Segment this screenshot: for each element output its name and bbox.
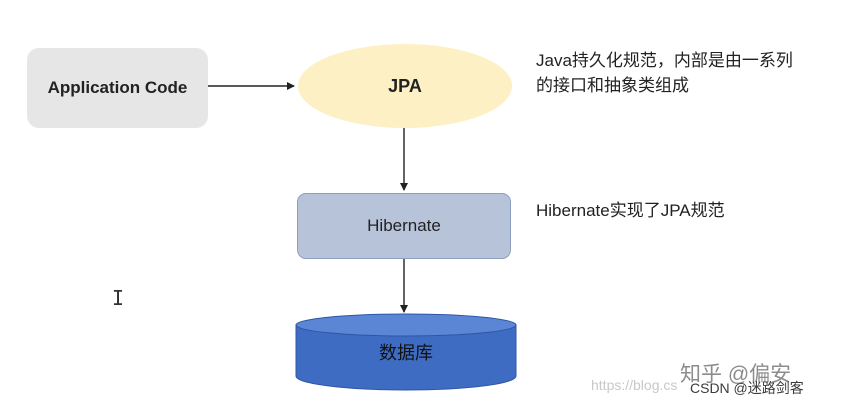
database-label: 数据库: [379, 343, 433, 363]
hibernate-label: Hibernate: [367, 216, 441, 235]
jpa-node: JPA: [298, 44, 512, 128]
text-cursor-icon: I: [112, 286, 125, 310]
jpa-annotation: Java持久化规范，内部是由一系列 的接口和抽象类组成: [536, 48, 836, 98]
blog-url-watermark: https://blog.cs: [591, 377, 678, 393]
hibernate-node: Hibernate: [297, 193, 511, 259]
database-node-label: 数据库: [296, 330, 516, 374]
zhihu-watermark: 知乎 @偏安: [680, 363, 792, 386]
application-code-node: Application Code: [27, 48, 208, 128]
jpa-label: JPA: [388, 75, 422, 96]
application-code-label: Application Code: [47, 78, 188, 97]
csdn-watermark: CSDN @迷路剑客: [690, 380, 804, 396]
jpa-annotation-line1: Java持久化规范，内部是由一系列: [536, 51, 793, 70]
jpa-annotation-line2: 的接口和抽象类组成: [536, 76, 689, 95]
hibernate-annotation: Hibernate实现了JPA规范: [536, 201, 725, 220]
